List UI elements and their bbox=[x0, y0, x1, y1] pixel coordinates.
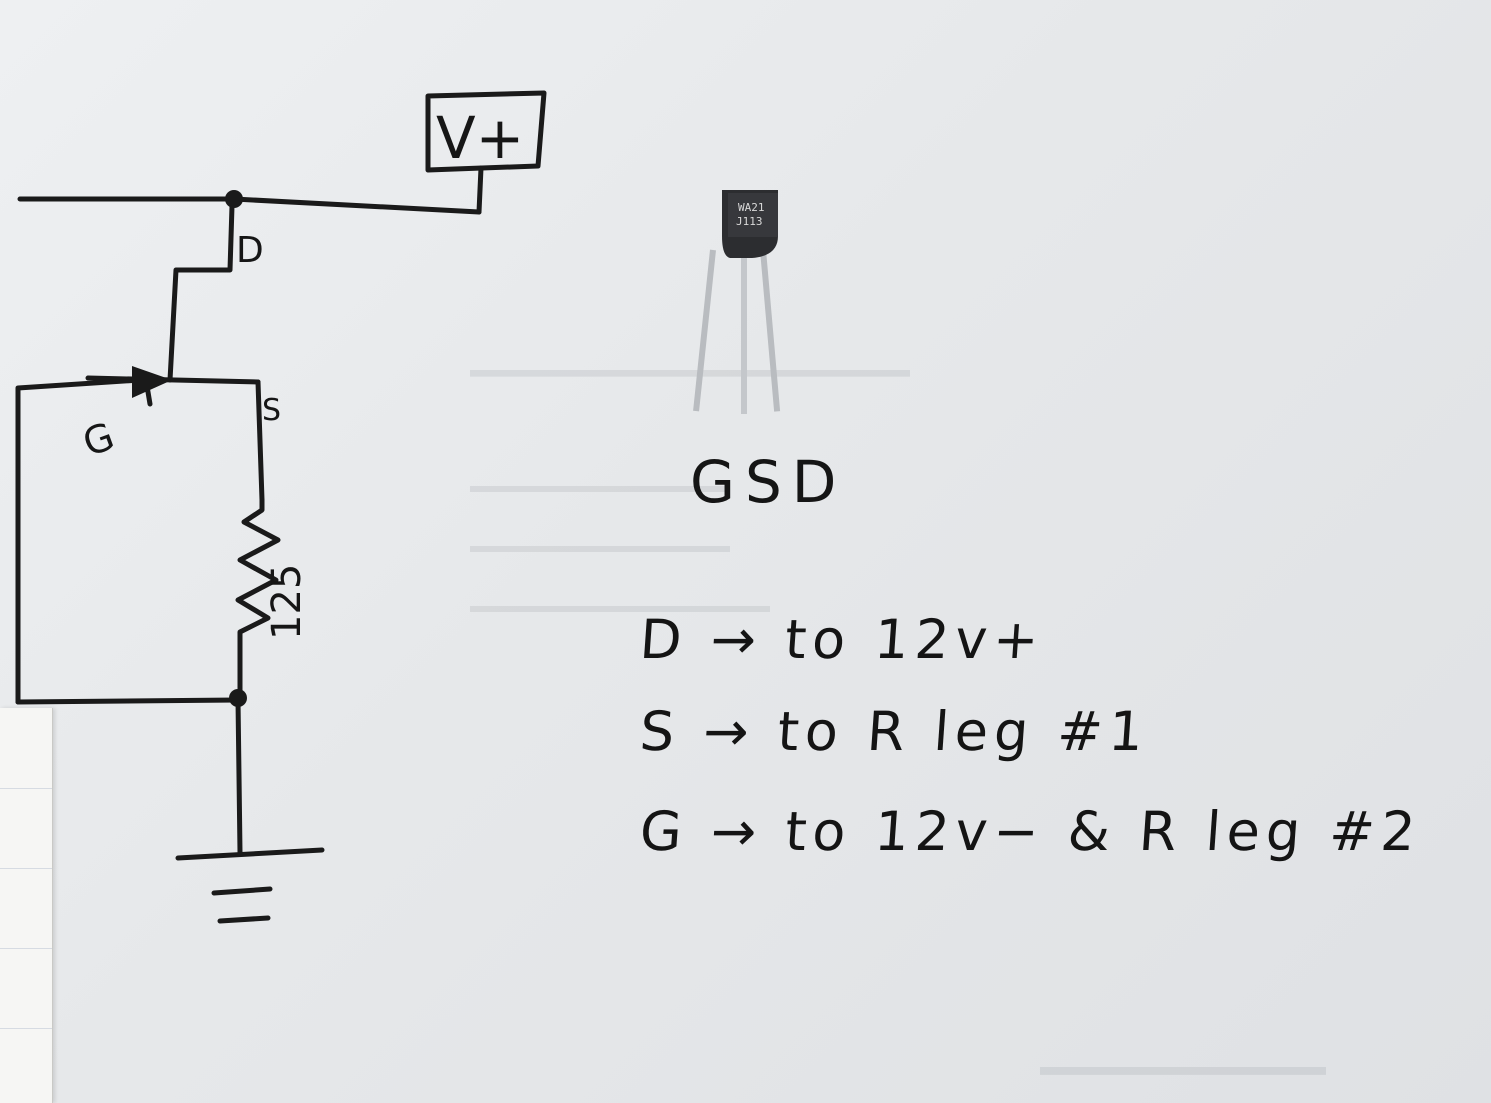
transistor-marking-bottom: J113 bbox=[736, 215, 763, 228]
pin-order-caption: GSD bbox=[690, 448, 847, 516]
transistor-component-image: WA21 J113 bbox=[693, 190, 781, 414]
return-wire bbox=[15, 697, 241, 705]
source-wire bbox=[255, 379, 265, 503]
transistor-marking-top: WA21 bbox=[738, 201, 765, 214]
drain-wire bbox=[167, 203, 235, 383]
connection-note-gate: G → to 12v− & R leg #2 bbox=[637, 800, 1424, 863]
source-label: S bbox=[262, 393, 281, 428]
supply-rail bbox=[17, 196, 482, 215]
gate-label: G bbox=[77, 414, 120, 465]
supply-label: V+ bbox=[436, 104, 524, 172]
resistor-symbol bbox=[235, 497, 281, 703]
rail-junction-dot bbox=[225, 190, 243, 208]
resistor-value-label: 125 bbox=[264, 564, 310, 640]
overlapping-paper-sheet bbox=[0, 708, 53, 1103]
jfet-symbol bbox=[85, 366, 261, 407]
drain-label: D bbox=[236, 230, 264, 271]
supply-lead bbox=[476, 165, 484, 215]
connection-note-source: S → to R leg #1 bbox=[637, 700, 1152, 763]
ground-lead bbox=[235, 697, 243, 855]
connection-note-drain: D → to 12v+ bbox=[637, 608, 1047, 671]
gate-wire bbox=[15, 377, 143, 705]
supply-box: V+ bbox=[425, 90, 547, 173]
ground-symbol-icon bbox=[175, 847, 325, 924]
